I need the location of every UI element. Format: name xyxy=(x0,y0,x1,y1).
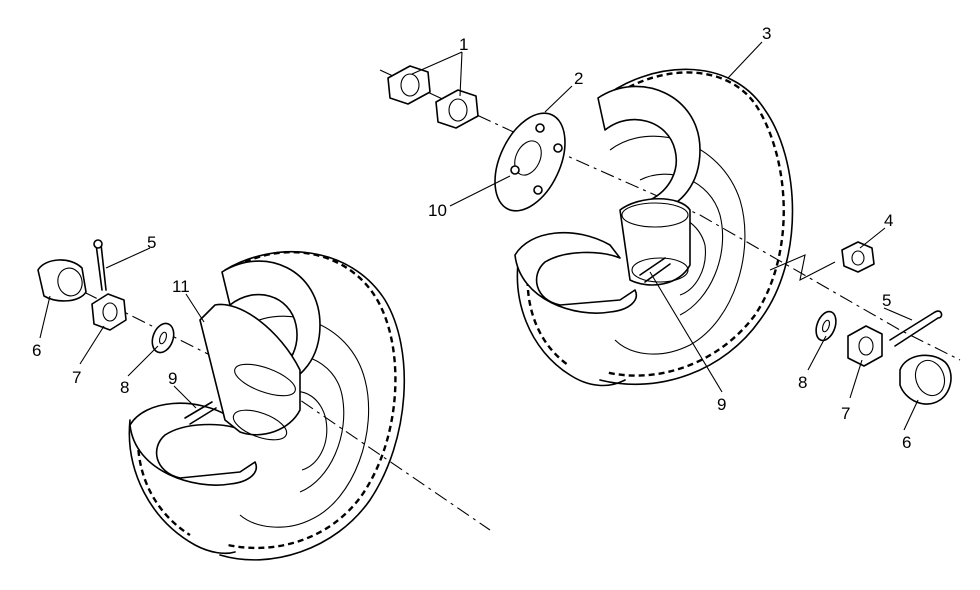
left-dust-cap xyxy=(37,259,87,302)
left-washer xyxy=(151,322,175,354)
leader-lines xyxy=(39,41,919,431)
callout-4: 4 xyxy=(884,211,893,230)
callout-11: 11 xyxy=(172,277,190,296)
callout-6-left: 6 xyxy=(32,341,41,360)
left-cotter-pin xyxy=(95,243,107,291)
right-hub-plate xyxy=(494,112,566,212)
callout-7-right: 7 xyxy=(841,404,850,423)
callout-7-left: 7 xyxy=(72,368,81,387)
callout-labels: 1 2 3 4 5 7 8 6 9 10 5 11 6 7 8 9 xyxy=(32,24,911,452)
right-hub-nuts xyxy=(387,65,479,129)
callout-9-right: 9 xyxy=(717,395,726,414)
callout-8-right: 8 xyxy=(798,373,807,392)
callout-3: 3 xyxy=(762,24,771,43)
left-valve-stem xyxy=(184,401,217,425)
callout-5-right: 5 xyxy=(882,291,891,310)
callout-1: 1 xyxy=(459,35,468,54)
callout-2: 2 xyxy=(574,69,583,88)
left-wheel xyxy=(37,239,491,561)
right-nut-4 xyxy=(841,241,875,273)
left-castle-nut xyxy=(91,293,127,331)
callout-5-left: 5 xyxy=(147,233,156,252)
right-valve-stem xyxy=(639,257,671,283)
right-cotter-pin xyxy=(889,310,943,347)
right-tire-cutaway-lower xyxy=(514,231,637,314)
right-wheel xyxy=(379,65,961,405)
right-tire-outer xyxy=(599,68,794,386)
callout-10: 10 xyxy=(428,201,447,220)
callout-8-left: 8 xyxy=(120,378,129,397)
right-dust-cap xyxy=(899,354,952,405)
callout-9-left: 9 xyxy=(168,369,177,388)
right-rim xyxy=(619,197,691,286)
right-castle-nut xyxy=(847,325,883,367)
callout-6-right: 6 xyxy=(902,433,911,452)
left-axis-line xyxy=(59,279,491,531)
left-tire-cutaway-lower xyxy=(129,402,257,486)
right-washer xyxy=(815,310,837,342)
